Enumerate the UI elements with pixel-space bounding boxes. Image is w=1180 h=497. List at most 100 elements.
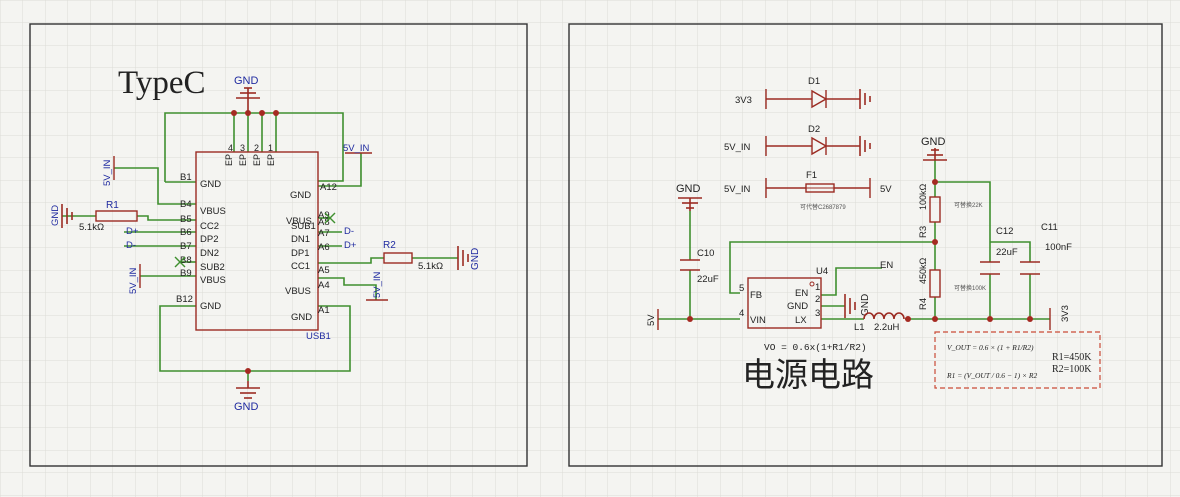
- gnd-symbol-r1: [61, 204, 73, 228]
- svg-text:EP: EP: [266, 154, 276, 166]
- svg-text:B12: B12: [176, 294, 193, 305]
- svg-text:2: 2: [815, 294, 820, 305]
- svg-text:B9: B9: [180, 268, 192, 279]
- net-3v3-out: 3V3: [1060, 305, 1071, 322]
- r4-ref: R4: [918, 298, 929, 310]
- svg-text:A5: A5: [318, 265, 330, 276]
- net-dp-right: D+: [344, 240, 357, 251]
- net-dp-left: D+: [126, 226, 139, 237]
- note-eq1: V_OUT = 0.6 × (1 + R1/R2): [947, 343, 1034, 352]
- svg-text:SUB1: SUB1: [291, 221, 316, 232]
- gnd-symbol-power-top: [923, 148, 947, 161]
- no-connect-marks: [174, 212, 336, 268]
- power-junctions: [687, 179, 1033, 322]
- d1-ref: D1: [808, 76, 820, 87]
- svg-text:1: 1: [268, 143, 273, 153]
- svg-text:EN: EN: [795, 288, 808, 299]
- net-5vin-lower-left: 5V_IN: [128, 267, 139, 294]
- r3-ref: R3: [918, 226, 929, 238]
- note-eq2: R1 = (V_OUT / 0.6 − 1) × R2: [946, 371, 1037, 380]
- typec-junctions: [231, 110, 279, 374]
- f1-ref: F1: [806, 170, 817, 181]
- net-dm-right: D-: [344, 226, 354, 237]
- gnd-label-top: GND: [234, 75, 259, 87]
- svg-text:A6: A6: [318, 242, 330, 253]
- regulator-u4-body: [747, 277, 822, 329]
- net-5vin-right-top: 5V_IN: [343, 143, 370, 154]
- svg-text:1: 1: [815, 282, 820, 293]
- svg-text:B4: B4: [180, 199, 192, 210]
- capacitor-c12: [980, 261, 1000, 275]
- power-sheet-frame: [568, 23, 1163, 467]
- inductor-l1: [863, 312, 905, 320]
- r2-value: 5.1kΩ: [418, 261, 443, 272]
- resistor-r3: [929, 196, 941, 223]
- resistor-r2: [383, 252, 413, 264]
- svg-text:B6: B6: [180, 227, 192, 238]
- svg-text:DN2: DN2: [200, 248, 219, 259]
- resistor-r1: [95, 210, 138, 222]
- svg-text:A9: A9: [318, 210, 330, 221]
- svg-text:VBUS: VBUS: [200, 206, 226, 217]
- svg-text:3: 3: [815, 308, 820, 319]
- net-5v-left: 5V: [646, 314, 657, 326]
- note-r1-val: R1=450K: [1052, 352, 1092, 363]
- svg-text:GND: GND: [290, 190, 311, 201]
- u4-pin1-dot: [809, 281, 815, 287]
- f1-note: 可代替C2687879: [800, 203, 846, 211]
- svg-text:GND: GND: [787, 301, 808, 312]
- u4-pins: 5 FB 4 VIN 1 EN 2 GND 3 LX: [739, 282, 820, 326]
- svg-text:A7: A7: [318, 228, 330, 239]
- svg-text:DP1: DP1: [291, 248, 309, 259]
- resistor-r4: [929, 269, 941, 298]
- c11-ref: C11: [1041, 222, 1058, 233]
- u4-ref: U4: [816, 266, 828, 277]
- svg-text:A4: A4: [318, 280, 330, 291]
- svg-text:4: 4: [739, 308, 744, 319]
- r2-gnd-label: GND: [470, 248, 481, 270]
- svg-text:EP: EP: [252, 154, 262, 166]
- typec-sheet-frame: [29, 23, 528, 467]
- svg-text:A12: A12: [320, 182, 337, 193]
- gnd-symbol-r2: [457, 246, 469, 270]
- d1-wiring: [765, 89, 871, 109]
- gnd-symbol-power-left: [678, 197, 702, 211]
- svg-text:3: 3: [240, 143, 245, 153]
- net-5vin-right-bottom: 5V_IN: [372, 271, 383, 298]
- usb-connector-body: [195, 151, 319, 331]
- r4-note: 可替换100K: [954, 284, 986, 292]
- d1-net-3v3: 3V3: [735, 95, 752, 106]
- note-r2-val: R2=100K: [1052, 364, 1092, 375]
- gnd-label-u4: GND: [860, 294, 871, 316]
- c10-ref: C10: [697, 248, 714, 259]
- c12-ref: C12: [996, 226, 1013, 237]
- gnd-symbol-top: [236, 87, 260, 113]
- svg-text:4: 4: [228, 143, 233, 153]
- u4-en-net: EN: [880, 260, 893, 271]
- svg-text:5: 5: [739, 283, 744, 294]
- c10-value: 22uF: [697, 274, 719, 285]
- svg-text:CC2: CC2: [200, 221, 219, 232]
- f1-net-out: 5V: [880, 184, 892, 195]
- l1-value: 2.2uH: [874, 322, 899, 333]
- svg-text:A8: A8: [318, 217, 330, 228]
- svg-text:GND: GND: [291, 312, 312, 323]
- c11-value: 100nF: [1045, 242, 1072, 253]
- svg-text:CC1: CC1: [291, 261, 310, 272]
- r4-value: 450kΩ: [918, 257, 928, 284]
- typec-title: TypeC: [118, 65, 206, 101]
- r2-ref: R2: [383, 240, 396, 251]
- svg-text:GND: GND: [200, 301, 221, 312]
- svg-text:VIN: VIN: [750, 315, 766, 326]
- r1-gnd-label: GND: [50, 205, 61, 226]
- formula-note-box: [934, 331, 1101, 389]
- svg-text:LX: LX: [795, 315, 807, 326]
- svg-text:B8: B8: [180, 255, 192, 266]
- svg-text:B7: B7: [180, 241, 192, 252]
- d2-net-5vin: 5V_IN: [724, 142, 751, 153]
- svg-text:EP: EP: [224, 154, 234, 166]
- gnd-symbol-u4: [844, 294, 856, 318]
- gnd-label-power-top: GND: [921, 136, 946, 148]
